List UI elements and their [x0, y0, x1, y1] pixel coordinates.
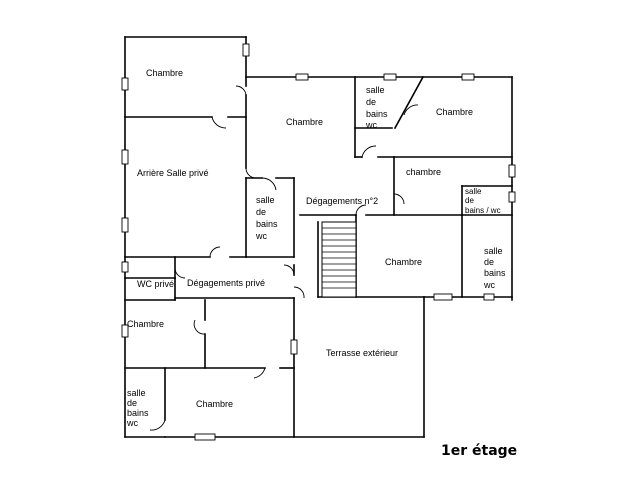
room-label-arriere-salle: Arrière Salle privé	[137, 168, 209, 178]
room-label-chambre-w: Chambre	[127, 319, 164, 329]
room-label-chambre-nw: Chambre	[146, 68, 183, 78]
walls	[124, 36, 513, 438]
staircase	[321, 221, 357, 298]
room-label-degagements-n2: Dégagements n°2	[306, 196, 378, 206]
room-label-chambre-e: chambre	[406, 167, 441, 177]
room-label-chambre-sw: Chambre	[196, 399, 233, 409]
room-label-wc-prive: WC privé	[137, 279, 174, 289]
room-label-sdb-center: salle de bains wc	[255, 195, 280, 241]
room-label-sdb-sw: salle de bains wc	[126, 388, 151, 428]
room-label-chambre-ne: Chambre	[436, 107, 473, 117]
room-label-sdb-se: salle de bains wc	[483, 246, 508, 290]
room-labels: Chambre Arrière Salle privé WC privé Dég…	[126, 68, 508, 428]
room-label-sdb-top: salle de bains wc	[365, 85, 390, 130]
room-label-chambre-se: Chambre	[385, 257, 422, 267]
room-label-sdb-e: salle de bains / wc	[465, 187, 501, 215]
floor-caption: 1er étage	[441, 443, 517, 459]
room-label-degagements-prive: Dégagements privé	[187, 278, 265, 288]
room-label-terrasse: Terrasse extérieur	[326, 348, 398, 358]
room-label-chambre-center: Chambre	[286, 117, 323, 127]
windows	[121, 43, 516, 441]
door-swings	[149, 85, 419, 431]
